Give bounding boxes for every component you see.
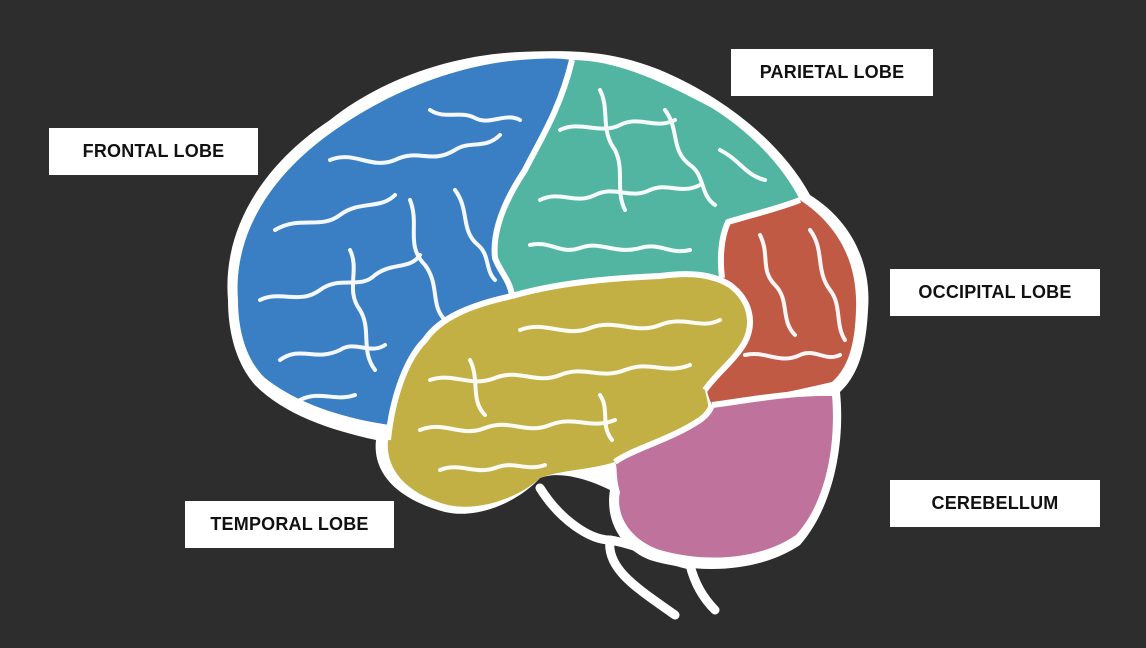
occipital-lobe-label: OCCIPITAL LOBE	[890, 269, 1100, 316]
frontal-lobe-label: FRONTAL LOBE	[49, 128, 258, 175]
temporal-lobe-label: TEMPORAL LOBE	[185, 501, 394, 548]
parietal-lobe-label: PARIETAL LOBE	[731, 49, 933, 96]
cerebellum-label: CEREBELLUM	[890, 480, 1100, 527]
